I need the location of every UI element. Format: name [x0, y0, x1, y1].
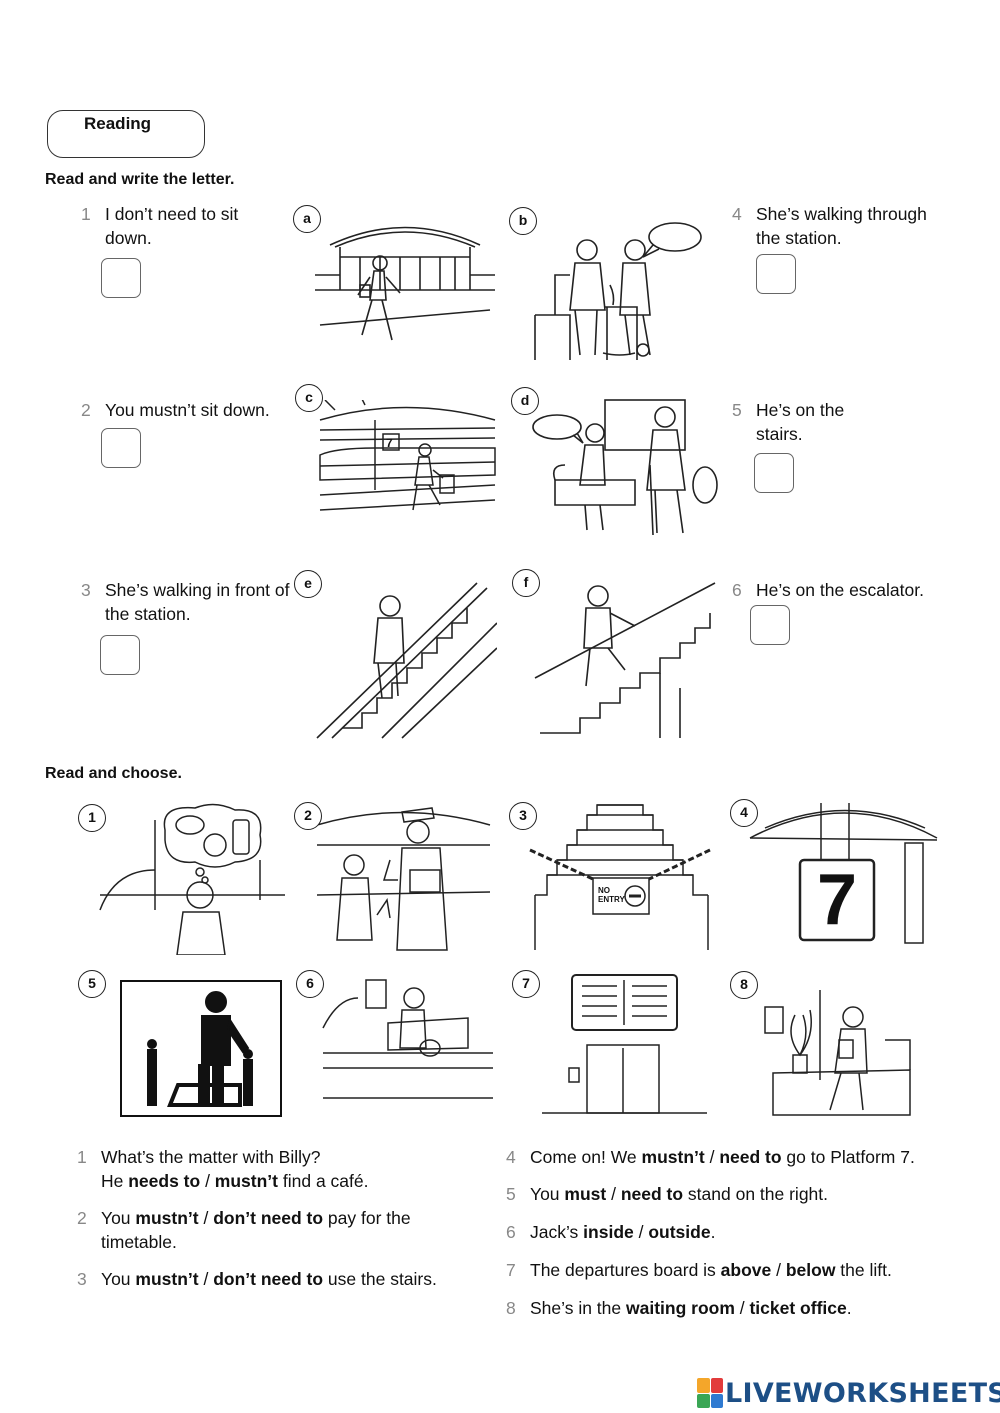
picture-5-label: 5 — [78, 970, 106, 998]
picture-a: a — [293, 205, 500, 355]
liveworksheets-logo: LIVEWORKSHEETS — [697, 1376, 1000, 1410]
picture-c-sign: 7 — [386, 436, 393, 450]
picture-d-label: d — [511, 387, 539, 415]
part2-instruction: Read and choose. — [45, 765, 182, 782]
question-4: 4 She’s walking through the station. — [732, 204, 927, 248]
sentence-2: 2 You mustn’t / don’t need to pay for th… — [77, 1208, 411, 1252]
question-6: 6 He’s on the escalator. — [732, 580, 924, 600]
sentence-3: 3 You mustn’t / don’t need to use the st… — [77, 1269, 437, 1289]
picture-1-label: 1 — [78, 804, 106, 832]
picture-4-label: 4 — [730, 799, 758, 827]
picture-8-label: 8 — [730, 971, 758, 999]
picture-f-label: f — [512, 569, 540, 597]
question-3: 3 She’s walking in front of the station. — [81, 580, 290, 624]
logo-text: LIVEWORKSHEETS — [725, 1377, 1000, 1409]
picture-e: e — [294, 570, 497, 740]
answer-box-1[interactable] — [101, 258, 141, 298]
part1-instruction: Read and write the letter. — [45, 171, 235, 188]
choice-option[interactable]: must — [564, 1184, 607, 1204]
platform-number-sign: 7 — [816, 860, 858, 940]
picture-8: 8 — [730, 971, 940, 1120]
sentence-6: 6 Jack’s inside / outside. — [506, 1222, 716, 1242]
picture-6: 6 — [296, 968, 493, 1113]
choice-option[interactable]: need to — [719, 1147, 782, 1167]
choice-option[interactable]: mustn’t — [641, 1147, 705, 1167]
choice-option[interactable]: ticket office — [749, 1298, 847, 1318]
choice-option[interactable]: need to — [620, 1184, 684, 1204]
logo-square — [697, 1393, 710, 1408]
answer-box-5[interactable] — [754, 453, 794, 493]
choice-option[interactable]: below — [785, 1260, 836, 1280]
question-1: 1 I don’t need to sit down. — [81, 204, 239, 248]
choice-option[interactable]: outside — [648, 1222, 711, 1242]
answer-box-3[interactable] — [100, 635, 140, 675]
picture-7: 7 — [512, 970, 712, 1118]
picture-c-label: c — [295, 384, 323, 412]
choice-option[interactable]: don’t need to — [213, 1269, 324, 1289]
answer-box-6[interactable] — [750, 605, 790, 645]
choice-option[interactable]: mustn’t — [135, 1269, 199, 1289]
picture-5: 5 — [78, 970, 282, 1117]
choice-option[interactable]: above — [720, 1260, 772, 1280]
question-5: 5 He’s on the stairs. — [732, 400, 845, 444]
section-tab-label: Reading — [84, 114, 152, 133]
picture-3: NO ENTRY 3 — [509, 800, 715, 950]
answer-box-4[interactable] — [756, 254, 796, 294]
sentence-5: 5 You must / need to stand on the right. — [506, 1184, 829, 1204]
question-2: 2 You mustn’t sit down. — [81, 400, 270, 420]
sentence-8: 8 She’s in the waiting room / ticket off… — [506, 1298, 852, 1318]
sentence-7: 7 The departures board is above / below … — [506, 1260, 892, 1280]
choice-option[interactable]: mustn’t — [214, 1171, 278, 1191]
picture-f: f — [512, 569, 720, 740]
picture-b-label: b — [509, 207, 537, 235]
choice-option[interactable]: needs to — [128, 1171, 201, 1191]
picture-3-label: 3 — [509, 802, 537, 830]
picture-d: d — [511, 387, 720, 540]
picture-b: b — [509, 207, 720, 365]
picture-1: 1 — [78, 800, 285, 955]
section-tab: Reading — [47, 110, 205, 158]
logo-mark-icon — [697, 1378, 723, 1408]
choice-option[interactable]: inside — [583, 1222, 634, 1242]
picture-c: 7 c — [295, 384, 500, 520]
picture-2-label: 2 — [294, 802, 322, 830]
sentence-4: 4 Come on! We mustn’t / need to go to Pl… — [506, 1147, 915, 1167]
answer-box-2[interactable] — [101, 428, 141, 468]
picture-a-label: a — [293, 205, 321, 233]
logo-square — [710, 1378, 723, 1393]
choice-option[interactable]: mustn’t — [135, 1208, 199, 1228]
picture-e-label: e — [294, 570, 322, 598]
choice-option[interactable]: don’t need to — [213, 1208, 324, 1228]
logo-square — [710, 1393, 723, 1408]
picture-6-label: 6 — [296, 970, 324, 998]
no-entry-sign: NO ENTRY — [598, 886, 625, 904]
picture-2: 2 — [294, 800, 492, 955]
sentence-1: 1 What’s the matter with Billy? He needs… — [77, 1147, 369, 1191]
logo-square — [697, 1378, 710, 1393]
picture-4: 7 4 — [730, 798, 940, 948]
picture-7-label: 7 — [512, 970, 540, 998]
choice-option[interactable]: waiting room — [626, 1298, 735, 1318]
